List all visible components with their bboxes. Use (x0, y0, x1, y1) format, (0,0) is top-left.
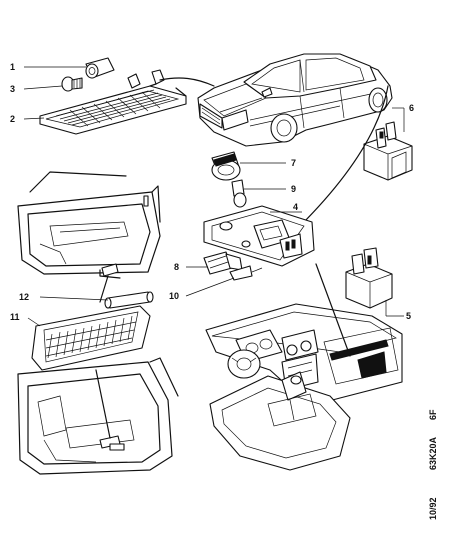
callout-4: 4 (293, 202, 298, 212)
car-to-relay-arrow (299, 85, 389, 227)
callout-7: 7 (291, 158, 296, 168)
floor-console (209, 371, 351, 471)
lamp-assembly-top (39, 57, 187, 135)
relay-5 (345, 247, 393, 309)
unit-to-dashboard-arrow (315, 263, 351, 357)
car-illustration (197, 53, 393, 147)
rear-door-panel (17, 357, 179, 475)
revision-date: 10/92 (428, 497, 438, 520)
callout-8: 8 (174, 262, 179, 272)
light-unit-4 (203, 205, 315, 267)
callout-10: 10 (169, 291, 179, 301)
callout-2: 2 (10, 114, 15, 124)
callout-5: 5 (406, 311, 411, 321)
festoon-bulb-12 (104, 291, 154, 309)
callout-11: 11 (10, 312, 20, 322)
callout-9: 9 (291, 184, 296, 194)
pin-10 (229, 265, 263, 281)
bulb-holder-7 (211, 151, 241, 181)
front-door-panel (17, 171, 161, 279)
reference-code: 63K20A (428, 436, 438, 470)
switch-8 (203, 251, 243, 275)
door-lamp-11 (31, 305, 151, 371)
grille-to-car-arrow (159, 77, 215, 87)
bulb-9 (231, 179, 247, 208)
callout-6: 6 (409, 103, 414, 113)
callout-12: 12 (19, 292, 29, 302)
section-code: 6F (428, 409, 438, 420)
callout-3: 3 (10, 84, 15, 94)
callout-1: 1 (10, 62, 15, 72)
leader-lines-top-left (23, 66, 86, 120)
relay-6 (363, 121, 413, 181)
